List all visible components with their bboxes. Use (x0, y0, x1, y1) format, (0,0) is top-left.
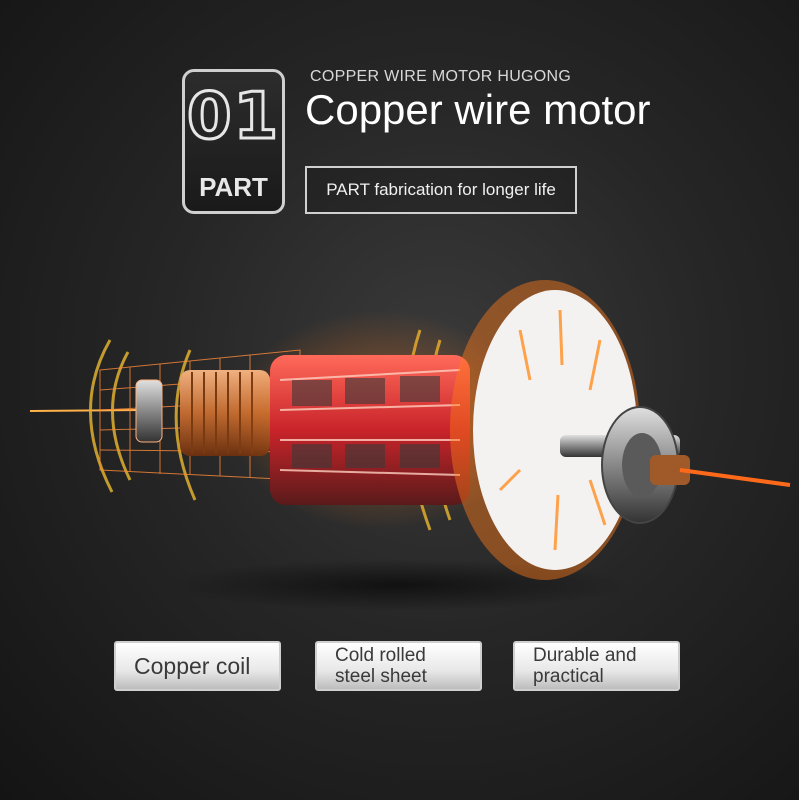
part-label: PART (199, 172, 268, 202)
fan-blades (498, 309, 607, 551)
left-bearing (135, 379, 163, 443)
feature-label-line-2: steel sheet (335, 666, 427, 687)
feature-durable: Durable and practical (513, 641, 680, 691)
part-number-badge: 01 PART (182, 69, 285, 214)
feature-label: Copper coil (134, 652, 251, 679)
feature-cold-rolled-steel: Cold rolled steel sheet (315, 641, 482, 691)
floor-shadow (170, 559, 630, 611)
part-number: 01 (185, 79, 281, 156)
shaft-glow-left (29, 409, 141, 412)
tagline-text: PART fabrication for longer life (326, 180, 556, 199)
motor-armature-illustration (29, 280, 791, 611)
shaft-tip (650, 455, 690, 485)
core-slots (279, 369, 461, 476)
feature-label-line-2: practical (533, 666, 604, 687)
feature-copper-coil: Copper coil (114, 641, 281, 691)
shaft-glow-right (679, 468, 791, 487)
feature-label-line-1: Cold rolled (335, 645, 426, 666)
brand-subtitle: COPPER WIRE MOTOR HUGONG (310, 68, 572, 85)
page-title: Copper wire motor (305, 86, 651, 133)
core-laminations (292, 376, 440, 468)
tagline-box: PART fabrication for longer life (305, 166, 577, 214)
feature-label-line-1: Durable and (533, 645, 637, 666)
